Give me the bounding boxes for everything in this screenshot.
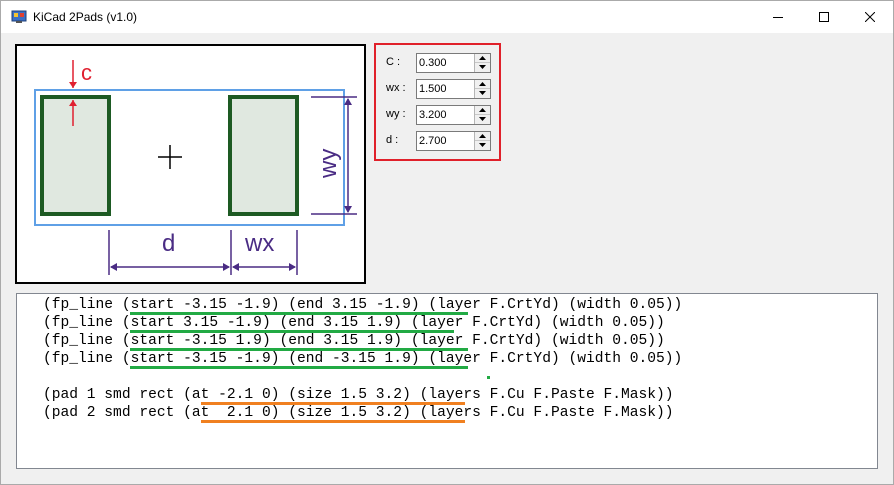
wx-value-input[interactable] (419, 80, 467, 98)
c-decrement-button[interactable] (475, 63, 490, 72)
wx-label: wx (244, 230, 274, 257)
param-label-wx: wx : (386, 82, 406, 94)
fp-line-underline-mark (487, 376, 490, 379)
param-label-c: C : (386, 56, 401, 68)
pad-1 (40, 95, 111, 216)
fp-line-underline (130, 330, 454, 333)
maximize-icon (819, 12, 829, 22)
clearance-dimension (69, 60, 77, 126)
close-icon (865, 12, 875, 22)
wx-decrement-button[interactable] (475, 89, 490, 98)
pad-underline (201, 402, 465, 405)
wy-spinbox[interactable] (416, 105, 491, 125)
fp-line-underline (130, 348, 468, 351)
code-line: (fp_line (start -3.15 1.9) (end 3.15 1.9… (43, 333, 665, 349)
minimize-icon (773, 17, 783, 18)
wy-label: wy (315, 149, 342, 179)
close-button[interactable] (847, 1, 893, 33)
arrow-up-icon (479, 134, 486, 138)
pad-underline (201, 420, 465, 423)
param-row-c: C : (384, 53, 496, 73)
wy-decrement-button[interactable] (475, 115, 490, 124)
clearance-label: c (81, 60, 92, 85)
arrow-down-icon (479, 65, 486, 69)
c-spin-arrows (474, 54, 490, 72)
wy-value-input[interactable] (419, 106, 467, 124)
d-value-input[interactable] (419, 132, 467, 150)
arrow-up-icon (479, 108, 486, 112)
d-spinbox[interactable] (416, 131, 491, 151)
param-label-d: d : (386, 134, 399, 146)
d-label: d (162, 230, 175, 257)
fp-line-underline (130, 366, 468, 369)
d-dimension (108, 230, 232, 275)
footprint-diagram: c wy d (15, 44, 366, 284)
minimize-button[interactable] (755, 1, 801, 33)
app-icon (11, 10, 27, 24)
wx-increment-button[interactable] (475, 80, 490, 89)
arrow-down-icon (479, 117, 486, 121)
center-crosshair (158, 145, 182, 169)
parameter-panel: C : wx : wy : (374, 43, 501, 161)
arrow-down-icon (479, 143, 486, 147)
arrow-up-icon (479, 82, 486, 86)
code-line: (pad 1 smd rect (at -2.1 0) (size 1.5 3.… (43, 387, 674, 403)
output-textarea[interactable]: (fp_line (start -3.15 -1.9) (end 3.15 -1… (16, 293, 878, 469)
wx-spinbox[interactable] (416, 79, 491, 99)
param-label-wy: wy : (386, 108, 406, 120)
wy-dimension (311, 96, 357, 215)
code-line: (fp_line (start 3.15 -1.9) (end 3.15 1.9… (43, 315, 665, 331)
title-bar[interactable]: KiCad 2Pads (v1.0) (1, 1, 893, 33)
arrow-up-icon (479, 56, 486, 60)
c-value-input[interactable] (419, 54, 467, 72)
wy-spin-arrows (474, 106, 490, 124)
fp-line-underline (130, 312, 468, 315)
maximize-button[interactable] (801, 1, 847, 33)
wy-increment-button[interactable] (475, 106, 490, 115)
pad-2 (228, 95, 299, 216)
code-line: (fp_line (start -3.15 -1.9) (end 3.15 -1… (43, 297, 683, 313)
d-spin-arrows (474, 132, 490, 150)
c-increment-button[interactable] (475, 54, 490, 63)
c-spinbox[interactable] (416, 53, 491, 73)
code-line: (pad 2 smd rect (at 2.1 0) (size 1.5 3.2… (43, 405, 674, 421)
param-row-d: d : (384, 131, 496, 151)
window-title: KiCad 2Pads (v1.0) (33, 10, 138, 24)
courtyard-outline (34, 89, 345, 226)
wx-dimension (232, 230, 298, 275)
code-line: (fp_line (start -3.15 -1.9) (end -3.15 1… (43, 351, 683, 367)
arrow-down-icon (479, 91, 486, 95)
param-row-wy: wy : (384, 105, 496, 125)
footprint-drawing: c wy d (34, 60, 357, 275)
d-decrement-button[interactable] (475, 141, 490, 150)
d-increment-button[interactable] (475, 132, 490, 141)
param-row-wx: wx : (384, 79, 496, 99)
wx-spin-arrows (474, 80, 490, 98)
